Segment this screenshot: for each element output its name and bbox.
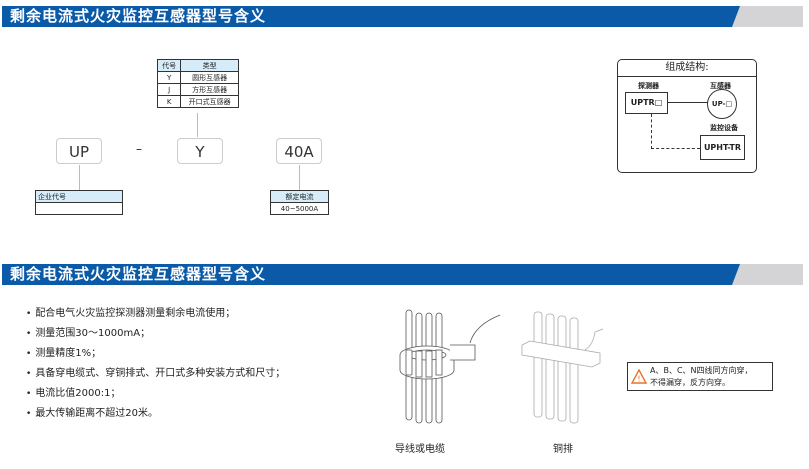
feature-item: 具备穿电缆式、穿铜排式、开口式多种安装方式和尺寸； [26, 364, 285, 384]
table-cell: 圆形互感器 [180, 71, 239, 84]
dashed-connector [651, 114, 700, 149]
table-cell: 40~5000A [270, 202, 329, 215]
section-header-2: 剩余电流式火灾监控互感器型号含义 [2, 264, 803, 285]
section-title: 剩余电流式火灾监控互感器型号含义 [10, 7, 267, 25]
table-header: 企业代号 [35, 190, 123, 203]
table-cell: Y [156, 71, 182, 84]
feature-item: 最大传输距离不超过20米。 [26, 404, 285, 424]
feature-item: 电流比值2000:1； [26, 384, 285, 404]
monitor-label: 监控设备 [710, 124, 738, 132]
feature-list: 配合电气火灾监控探测器测量剩余电流使用； 测量范围30～1000mA； 测量精度… [26, 304, 285, 424]
warning-line: 不得漏穿，反方向穿。 [650, 378, 730, 387]
structure-diagram: 组成结构: 探测器 UPTR□ 互感器 UP-□ 监控设备 UPHT-TR [617, 59, 757, 173]
table-header: 类型 [180, 59, 239, 72]
connector-line [668, 102, 708, 103]
arrow [299, 165, 300, 190]
table-cell: 开口式互感器 [180, 95, 239, 108]
table-cell [35, 202, 123, 215]
warning-box: ! A、B、C、N四线同方向穿， 不得漏穿，反方向穿。 [627, 362, 773, 391]
cable-caption: 导线或电缆 [395, 444, 445, 455]
feature-item: 测量范围30～1000mA； [26, 324, 285, 344]
model-part-current: 40A [276, 138, 322, 164]
current-table: 额定电流 40~5000A [270, 190, 329, 215]
table-cell: K [156, 95, 182, 108]
cable-ct-illustration [399, 309, 501, 424]
section-title: 剩余电流式火灾监控互感器型号含义 [10, 265, 267, 283]
model-dash: – [136, 142, 142, 156]
table-cell: 方形互感器 [180, 83, 239, 96]
detector-box: UPTR□ [625, 92, 668, 114]
section-header-1: 剩余电流式火灾监控互感器型号含义 [2, 6, 803, 27]
table-header: 额定电流 [270, 190, 329, 203]
ct-circle: UP-□ [707, 89, 737, 119]
arrow [197, 113, 198, 137]
monitor-box: UPHT-TR [700, 135, 745, 160]
warning-line: A、B、C、N四线同方向穿， [650, 366, 753, 375]
busbar-caption: 铜排 [553, 444, 573, 455]
ct-label: 互感器 [710, 82, 731, 90]
feature-item: 测量精度1%； [26, 344, 285, 364]
svg-text:!: ! [637, 375, 640, 384]
busbar-ct-illustration [521, 311, 604, 424]
table-header: 代号 [156, 59, 182, 72]
feature-item: 配合电气火灾监控探测器测量剩余电流使用； [26, 304, 285, 324]
arrow [79, 165, 80, 190]
detector-label: 探测器 [638, 82, 659, 90]
warning-icon: ! [631, 369, 647, 384]
model-part-company: UP [56, 138, 102, 164]
structure-title: 组成结构: [618, 60, 756, 77]
company-table: 企业代号 [35, 190, 123, 215]
table-cell: J [156, 83, 182, 96]
model-part-type: Y [177, 138, 223, 164]
